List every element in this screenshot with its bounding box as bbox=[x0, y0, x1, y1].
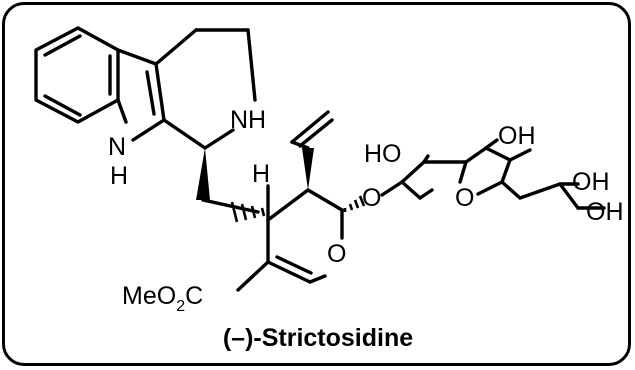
oh-right-label: OH bbox=[572, 168, 610, 196]
piperidine-ring bbox=[154, 28, 257, 150]
ring-o-label: O bbox=[327, 240, 346, 268]
indole-h-label: H bbox=[110, 162, 128, 190]
ester-prefix: MeO bbox=[122, 282, 176, 310]
glycosidic-o-label: O bbox=[362, 184, 381, 212]
pyrrole-ring bbox=[116, 48, 166, 142]
oh-top-label: OH bbox=[498, 122, 536, 150]
vinyl-group bbox=[290, 110, 334, 190]
hashed-bond-glycoside bbox=[343, 195, 366, 212]
pyranose-o-label: O bbox=[455, 184, 474, 212]
compound-name: (–)-Strictosidine bbox=[223, 324, 413, 352]
ho-label: HO bbox=[364, 140, 402, 168]
amine-label: NH bbox=[230, 106, 266, 134]
ester-suffix: C bbox=[185, 282, 203, 310]
glucose-ring bbox=[380, 138, 606, 210]
indole-n-label: N bbox=[108, 133, 126, 161]
ester-subscript: 2 bbox=[176, 298, 185, 315]
wedge-bond-c1 bbox=[196, 148, 210, 200]
stereo-h-label: H bbox=[252, 160, 270, 188]
benzene-ring bbox=[34, 26, 120, 124]
ester-label: MeO2C bbox=[122, 282, 203, 315]
oh-ch2-label: OH bbox=[586, 198, 624, 226]
hashed-bond-c15 bbox=[230, 201, 266, 223]
dihydropyran-ring bbox=[266, 188, 344, 284]
structure-frame bbox=[2, 2, 631, 366]
